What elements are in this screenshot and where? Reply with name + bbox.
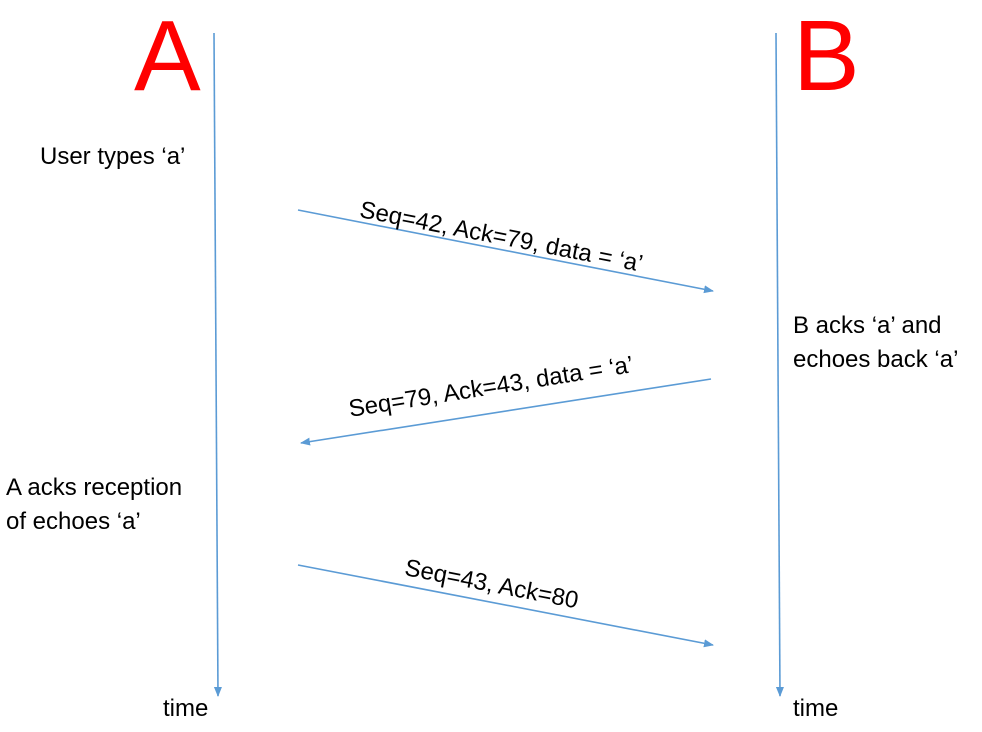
message-arrow-1 xyxy=(297,209,714,294)
host-a-label: A xyxy=(134,0,201,112)
b-acks-label-line1: B acks ‘a’ and xyxy=(793,312,942,339)
a-acks-label-line1: A acks reception xyxy=(6,474,183,501)
host-a-timeline xyxy=(213,32,222,697)
host-b-timeline xyxy=(775,32,784,697)
time-label-a: time xyxy=(163,695,209,722)
message-arrow-3 xyxy=(297,564,714,648)
user-types-label: User types ‘a’ xyxy=(40,143,186,170)
message-arrow-2 xyxy=(300,378,712,446)
b-acks-label-line2: echoes back ‘a’ xyxy=(793,346,959,373)
time-label-b: time xyxy=(793,695,839,722)
host-b-label: B xyxy=(793,0,860,112)
a-acks-label-line2: of echoes ‘a’ xyxy=(6,508,141,535)
